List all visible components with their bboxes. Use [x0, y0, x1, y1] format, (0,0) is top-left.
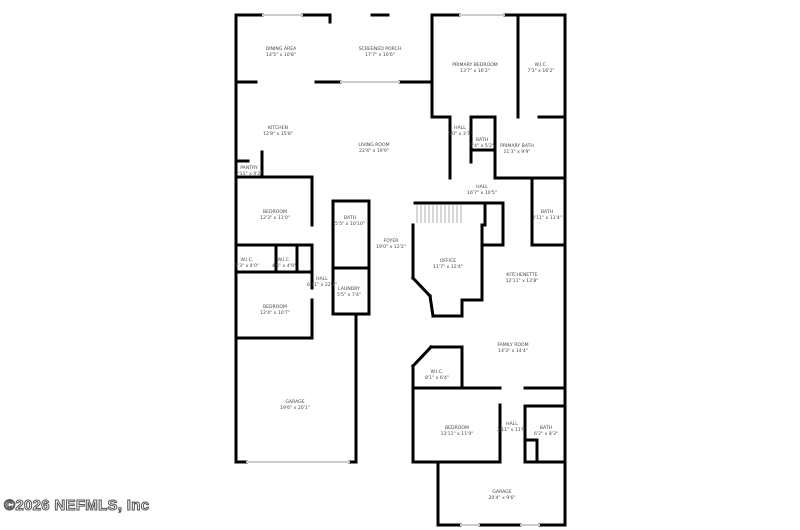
room-dimensions: 6'11" x 22'1" [307, 282, 337, 288]
wall [410, 275, 433, 299]
room-name: LIVING ROOM [358, 142, 389, 148]
room-dimensions: 22'4" x 19'9" [359, 148, 389, 154]
room-name: W.I.C. [241, 257, 254, 263]
room-name: HALL [506, 421, 518, 427]
room-name: BEDROOM [263, 304, 287, 310]
room-dimensions: 12'4" x 10'7" [260, 310, 290, 316]
room-name: OFFICE [440, 258, 456, 264]
room-label: W.I.C.8'1" x 6'4" [425, 369, 449, 381]
room-dimensions: 5'4" x 5'2" [470, 143, 494, 149]
room-name: GARAGE [285, 399, 304, 405]
room-name: BATH [476, 137, 488, 143]
room-dimensions: 5'5" x 10'10" [335, 221, 365, 227]
room-name: BEDROOM [445, 425, 469, 431]
room-label: W.I.C.4'6" x 4'9" [272, 257, 296, 269]
room-name: FAMILY ROOM [497, 342, 528, 348]
room-dimensions: 11'3" x 9'9" [503, 149, 530, 155]
room-label: W.I.C.5'3" x 4'0" [235, 257, 259, 269]
room-dimensions: 5'0" x 3'7" [448, 131, 472, 137]
room-name: BEDROOM [263, 209, 287, 215]
room-dimensions: 14'3" x 14'4" [498, 348, 528, 354]
room-dimensions: 4'6" x 4'9" [272, 263, 296, 269]
room-name: BATH [540, 425, 552, 431]
room-name: W.I.C. [535, 62, 548, 68]
wall [428, 294, 435, 318]
walls [234, 13, 567, 527]
stairs [416, 205, 462, 223]
room-dimensions: 12'3" x 11'0" [260, 215, 290, 221]
room-label: W.I.C.7'3" x 16'2" [527, 62, 554, 74]
wall [410, 344, 434, 369]
room-name: KITCHEN [268, 125, 288, 131]
room-dimensions: 16'7" x 10'5" [467, 190, 497, 196]
room-dimensions: 4'11" x 11'4" [532, 215, 562, 221]
room-name: GARAGE [492, 489, 511, 495]
room-name: PANTRY [240, 165, 258, 171]
room-dimensions: 13'7" x 16'2" [460, 68, 490, 74]
room-dimensions: 14'5" x 10'8" [266, 52, 296, 58]
room-name: HALL [476, 184, 488, 190]
room-dimensions: 12'11" x 12'8" [506, 278, 539, 284]
room-dimensions: 13'11" x 11'9" [441, 431, 474, 437]
room-name: LAUNDRY [338, 286, 360, 292]
room-dimensions: 3'11" x 11'9" [497, 427, 527, 433]
room-dimensions: 8'1" x 6'4" [425, 375, 449, 381]
room-dimensions: 17'7" x 10'6" [365, 52, 395, 58]
room-name: W.I.C. [431, 369, 444, 375]
room-name: PRIMARY BATH [500, 143, 534, 149]
room-dimensions: 19'0" x 12'2" [376, 244, 406, 250]
room-dimensions: 11'7" x 12'4" [433, 264, 463, 270]
room-name: SCREENED PORCH [359, 46, 401, 52]
room-name: KITCHENETTE [506, 272, 537, 278]
watermark: ©2026 NEFMLS, Inc [3, 497, 150, 515]
room-name: HALL [454, 125, 466, 131]
room-dimensions: 20'4" x 9'6" [488, 495, 515, 501]
room-dimensions: 6'2" x 8'3" [534, 431, 558, 437]
room-name: HALL [316, 276, 328, 282]
room-name: W.I.C. [278, 257, 291, 263]
room-dimensions: 19'6" x 20'1" [280, 405, 310, 411]
room-name: BATH [541, 209, 553, 215]
room-dimensions: 2'11" x 4'2" [235, 171, 262, 177]
room-name: PRIMARY BEDROOM [452, 62, 498, 68]
room-dimensions: 12'8" x 15'8" [263, 131, 293, 137]
room-dimensions: 7'3" x 16'2" [527, 68, 554, 74]
room-name: DINING AREA [266, 46, 297, 52]
room-dimensions: 5'5" x 7'4" [337, 292, 361, 298]
room-name: BATH [344, 215, 356, 221]
room-dimensions: 5'3" x 4'0" [235, 263, 259, 269]
room-name: FOYER [384, 238, 400, 244]
